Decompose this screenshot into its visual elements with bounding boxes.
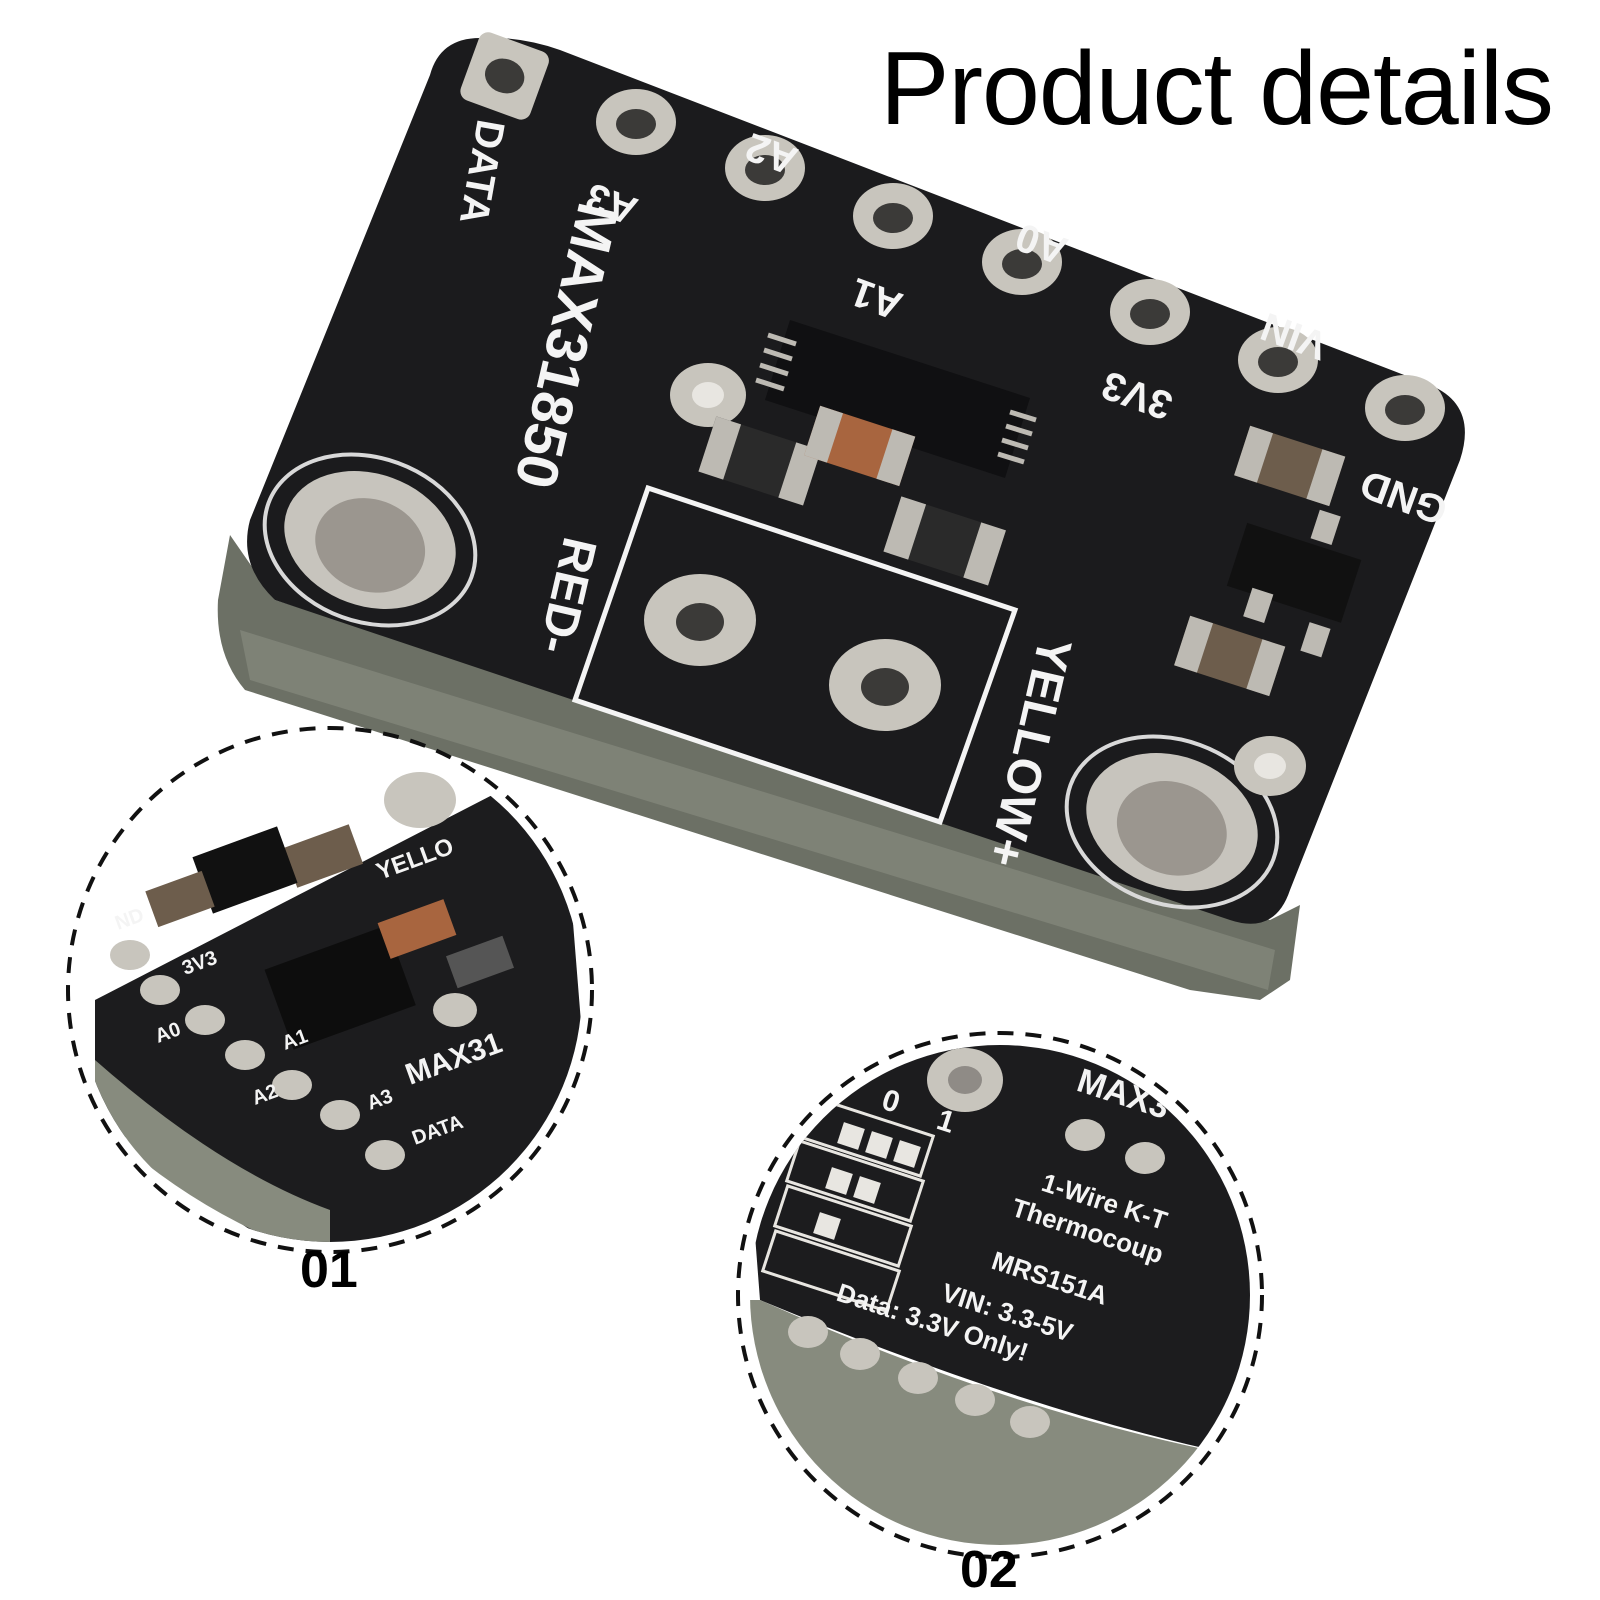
mounting-hole-left [262,452,478,628]
header-pads [460,32,1445,441]
page-title: Product details [880,31,1554,147]
thermocouple-terminal [571,484,1019,826]
detail-zoom-02: 0 1 MAX3 1-Wire K-T Thermocoup MRS151A V… [736,1031,1264,1559]
detail-2-number: 02 [960,1541,1018,1599]
ic-chip [755,320,1037,478]
smd-components [698,405,1362,697]
detail-1-number: 01 [300,1241,358,1299]
mounting-hole-right [1064,734,1280,910]
pcb-top [247,37,1465,924]
pcb-board: DATA A3 A2 A1 A0 3V3 VIN GND MAX31850 [217,32,1465,1000]
detail-zoom-01: YELLO ND 3V3 A0 A1 A2 A3 DATA MAX31 [66,726,594,1254]
